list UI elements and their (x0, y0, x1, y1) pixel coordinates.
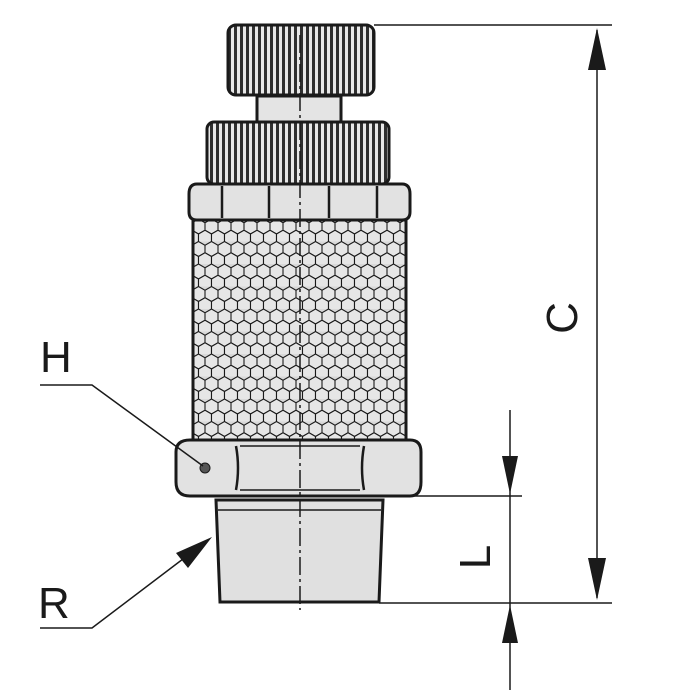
label-r: R (38, 579, 70, 628)
hex-nut (174, 438, 423, 498)
arrow-up-icon (588, 28, 606, 70)
arrow-down-icon (502, 456, 518, 494)
dimension-l (410, 410, 522, 690)
leader-h (40, 384, 204, 467)
leader-r (40, 537, 212, 629)
arrow-head-icon (176, 537, 212, 568)
adjustment-knob (226, 23, 376, 97)
lock-nut (205, 120, 391, 186)
arrow-down-icon (588, 558, 606, 600)
label-h: H (40, 333, 72, 382)
label-c: C (538, 302, 587, 334)
dimension-c (374, 24, 612, 604)
arrow-up-icon (502, 605, 518, 643)
label-l: L (451, 545, 500, 569)
